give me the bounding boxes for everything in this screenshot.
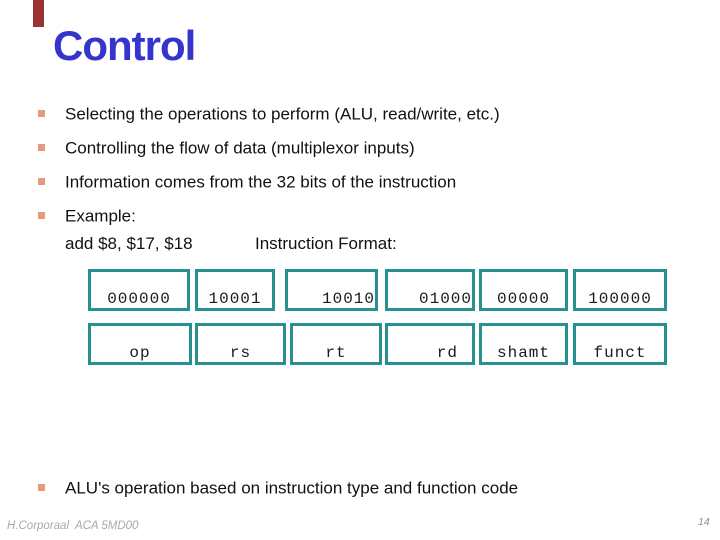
- bullet-text: Information comes from the 32 bits of th…: [65, 172, 457, 192]
- bullet-text: Selecting the operations to perform (ALU…: [65, 104, 500, 124]
- accent-bar: [33, 0, 44, 27]
- example-instruction-line: add $8, $17, $18 Instruction Format:: [65, 233, 397, 255]
- bullet-text: Controlling the flow of data (multiplexo…: [65, 138, 415, 158]
- bullet-square-icon: [38, 109, 45, 117]
- bullet-item: Selecting the operations to perform (ALU…: [38, 103, 500, 126]
- page-title: Control: [53, 22, 196, 69]
- bits-cell-rs: 10001: [195, 269, 275, 311]
- bits-cell-shamt: 00000: [479, 269, 568, 311]
- bits-cell-funct: 100000: [573, 269, 667, 311]
- label-cell-rd: rd: [385, 323, 475, 365]
- label-cell-op: op: [88, 323, 192, 365]
- label-cell-shamt: shamt: [479, 323, 568, 365]
- example-assembly-code: add $8, $17, $18: [65, 234, 193, 253]
- bullet-square-icon: [38, 483, 45, 491]
- label-cell-funct: funct: [573, 323, 667, 365]
- bullet-text: ALU's operation based on instruction typ…: [65, 478, 519, 498]
- bullet-text: Example:: [65, 206, 136, 226]
- bullet-item: ALU's operation based on instruction typ…: [38, 477, 518, 500]
- label-cell-rs: rs: [195, 323, 286, 365]
- bullet-square-icon: [38, 143, 45, 151]
- page-number: 14: [698, 516, 710, 528]
- bits-cell-rt: 10010: [285, 269, 378, 311]
- bullet-item: Controlling the flow of data (multiplexo…: [38, 137, 415, 160]
- bits-cell-op: 000000: [88, 269, 190, 311]
- bullet-item: Information comes from the 32 bits of th…: [38, 171, 456, 194]
- bullet-square-icon: [38, 177, 45, 185]
- bits-cell-rd: 01000: [385, 269, 475, 311]
- footer-author: H.Corporaal ACA 5MD00: [7, 520, 139, 532]
- instruction-format-label: Instruction Format:: [255, 234, 397, 253]
- label-cell-rt: rt: [290, 323, 382, 365]
- bullet-item: Example:: [38, 205, 136, 228]
- bullet-square-icon: [38, 211, 45, 219]
